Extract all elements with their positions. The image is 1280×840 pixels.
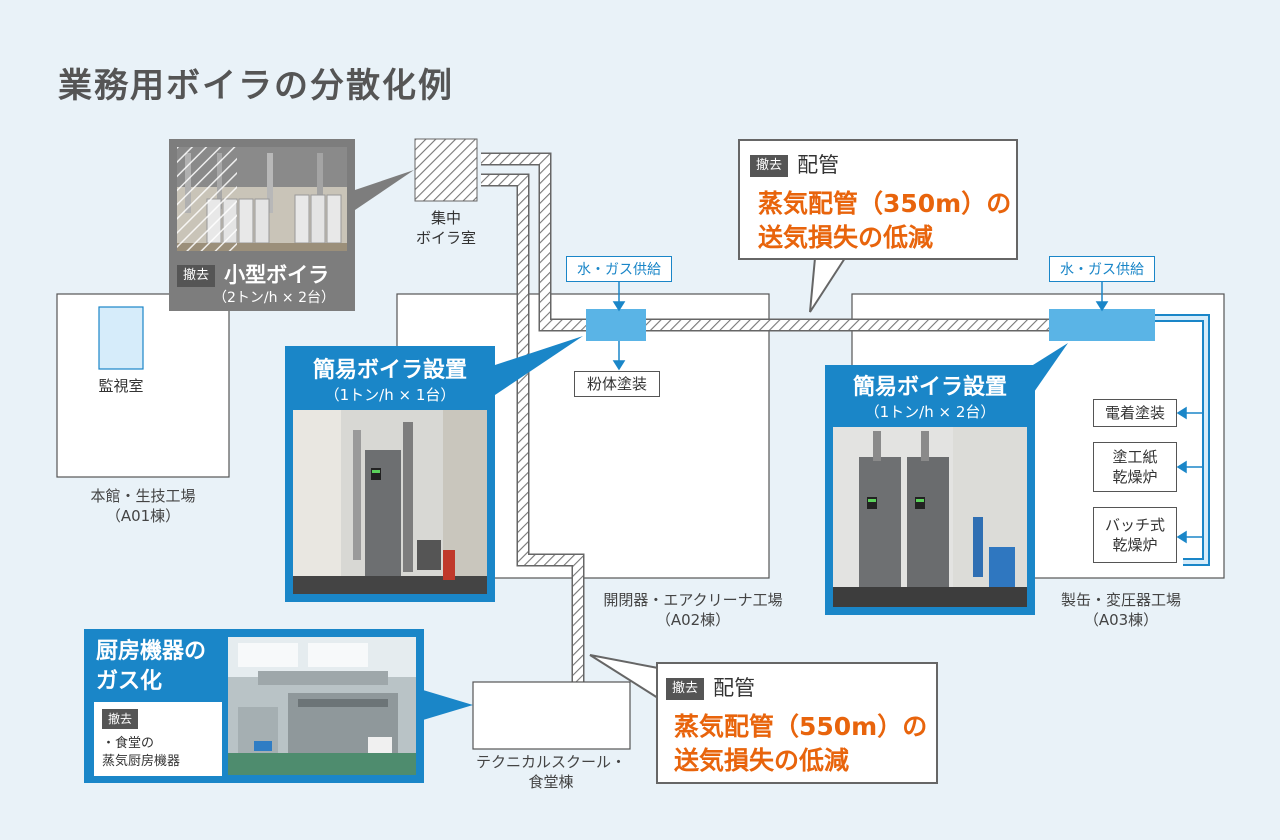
piping-350-line2: 送気損失の低減 xyxy=(758,223,934,252)
process-batch-dryer-line1: バッチ式 xyxy=(1104,516,1165,534)
technical-school-outline xyxy=(472,681,631,750)
pointer-simple-boiler-2 xyxy=(1025,343,1068,405)
kitchen-title: 厨房機器の ガス化 xyxy=(96,637,206,697)
simple-boiler-1-photo xyxy=(293,410,487,594)
a03-building-label: 製缶・変圧器工場 （A03棟） xyxy=(1036,590,1206,630)
process-batch-dryer-line2: 乾燥炉 xyxy=(1112,536,1158,554)
technical-school-line1: テクニカルスクール・ xyxy=(475,753,626,771)
simple-boiler-1-detail: （1トン/h × 1台） xyxy=(324,386,456,404)
piping-550-heading: 撤去 配管 xyxy=(666,672,755,702)
removed-tag: 撤去 xyxy=(750,154,789,177)
small-boiler-title: 小型ボイラ xyxy=(224,263,330,287)
central-boiler-room-line2: ボイラ室 xyxy=(415,229,476,247)
process-coated-paper-dryer: 塗工紙 乾燥炉 xyxy=(1093,442,1177,492)
distribution-pipe-a03 xyxy=(1155,314,1210,566)
simple-boiler-2-title: 簡易ボイラ設置 xyxy=(852,375,1007,400)
kitchen-item-line1: ・食堂の xyxy=(102,736,155,751)
main-building-line2: （A01棟） xyxy=(105,507,181,525)
central-boiler-room-label: 集中 ボイラ室 xyxy=(406,208,486,248)
a02-building-line1: 開閉器・エアクリーナ工場 xyxy=(603,591,783,609)
monitor-room-label: 監視室 xyxy=(98,377,144,395)
kitchen-item-line2: 蒸気厨房機器 xyxy=(102,754,181,769)
piping-550-line2: 送気損失の低減 xyxy=(674,746,850,775)
small-boiler-panel: 撤去 小型ボイラ （2トン/h × 2台） xyxy=(169,139,355,311)
kitchen-photo xyxy=(228,637,416,775)
main-building-label: 本館・生技工場 （A01棟） xyxy=(53,486,233,526)
small-boiler-detail: （2トン/h × 2台） xyxy=(212,290,336,306)
simple-boiler-1-title: 簡易ボイラ設置 xyxy=(312,358,467,383)
small-boiler-heading: 撤去 小型ボイラ xyxy=(177,259,353,289)
piping-350-callout: 撤去 配管 蒸気配管（350m）の 送気損失の低減 xyxy=(738,139,1018,260)
page-title: 業務用ボイラの分散化例 xyxy=(58,66,454,106)
removed-tag: 撤去 xyxy=(177,264,216,287)
removed-tag: 撤去 xyxy=(666,677,705,700)
pointer-kitchen xyxy=(423,690,473,720)
simple-boiler-callout-2: 簡易ボイラ設置 （1トン/h × 2台） xyxy=(825,365,1035,615)
piping-350-title: 配管 xyxy=(797,153,840,177)
pointer-small-boiler xyxy=(355,170,414,210)
simple-boiler-2-detail: （1トン/h × 2台） xyxy=(864,403,996,421)
process-coated-paper-line2: 乾燥炉 xyxy=(1112,468,1158,486)
small-boiler-photo xyxy=(177,147,347,251)
simple-boiler-callout-1: 簡易ボイラ設置 （1トン/h × 1台） xyxy=(285,346,495,602)
piping-350-heading: 撤去 配管 xyxy=(750,149,839,179)
piping-550-title: 配管 xyxy=(713,676,756,700)
technical-school-line2: 食堂棟 xyxy=(528,773,574,791)
a03-building-line1: 製缶・変圧器工場 xyxy=(1060,591,1181,609)
technical-school-label: テクニカルスクール・ 食堂棟 xyxy=(466,752,636,792)
process-arrows xyxy=(1176,406,1202,544)
piping-550-line1: 蒸気配管（550m）の xyxy=(674,712,928,741)
process-coated-paper-line1: 塗工紙 xyxy=(1112,448,1158,466)
a03-building-line2: （A03棟） xyxy=(1083,611,1159,629)
supply-arrows xyxy=(612,281,1109,371)
monitor-room-box xyxy=(98,306,144,370)
supply-label-a02: 水・ガス供給 xyxy=(566,256,672,282)
piping-350-line1: 蒸気配管（350m）の xyxy=(758,189,1012,218)
boiler-unit-a03 xyxy=(1049,309,1155,341)
process-batch-dryer: バッチ式 乾燥炉 xyxy=(1093,507,1177,563)
boiler-unit-a02 xyxy=(586,309,646,341)
kitchen-removed-box: 撤去 ・食堂の 蒸気厨房機器 xyxy=(94,702,222,776)
removed-steam-pipes xyxy=(481,152,1050,684)
a02-building-label: 開閉器・エアクリーナ工場 （A02棟） xyxy=(583,590,803,630)
pointer-piping-350 xyxy=(809,257,847,313)
process-electrodeposition-label: 電着塗装 xyxy=(1104,404,1165,422)
kitchen-title-line2: ガス化 xyxy=(96,669,163,694)
kitchen-callout: 厨房機器の ガス化 撤去 ・食堂の 蒸気厨房機器 xyxy=(84,629,424,783)
supply-label-a03: 水・ガス供給 xyxy=(1049,256,1155,282)
piping-350-text: 蒸気配管（350m）の 送気損失の低減 xyxy=(758,187,1011,255)
removed-tag: 撤去 xyxy=(102,709,139,729)
main-building-line1: 本館・生技工場 xyxy=(90,487,196,505)
kitchen-title-line1: 厨房機器の xyxy=(96,639,207,664)
simple-boiler-2-photo xyxy=(833,427,1027,607)
piping-550-text: 蒸気配管（550m）の 送気損失の低減 xyxy=(674,710,927,778)
pointer-simple-boiler-1 xyxy=(495,336,583,395)
central-boiler-room-line1: 集中 xyxy=(430,209,461,227)
process-electrodeposition: 電着塗装 xyxy=(1093,399,1177,427)
piping-550-callout: 撤去 配管 蒸気配管（550m）の 送気損失の低減 xyxy=(656,662,938,784)
a02-building-line2: （A02棟） xyxy=(655,611,731,629)
powder-coating-box: 粉体塗装 xyxy=(574,371,660,397)
central-boiler-room-box xyxy=(414,138,478,202)
